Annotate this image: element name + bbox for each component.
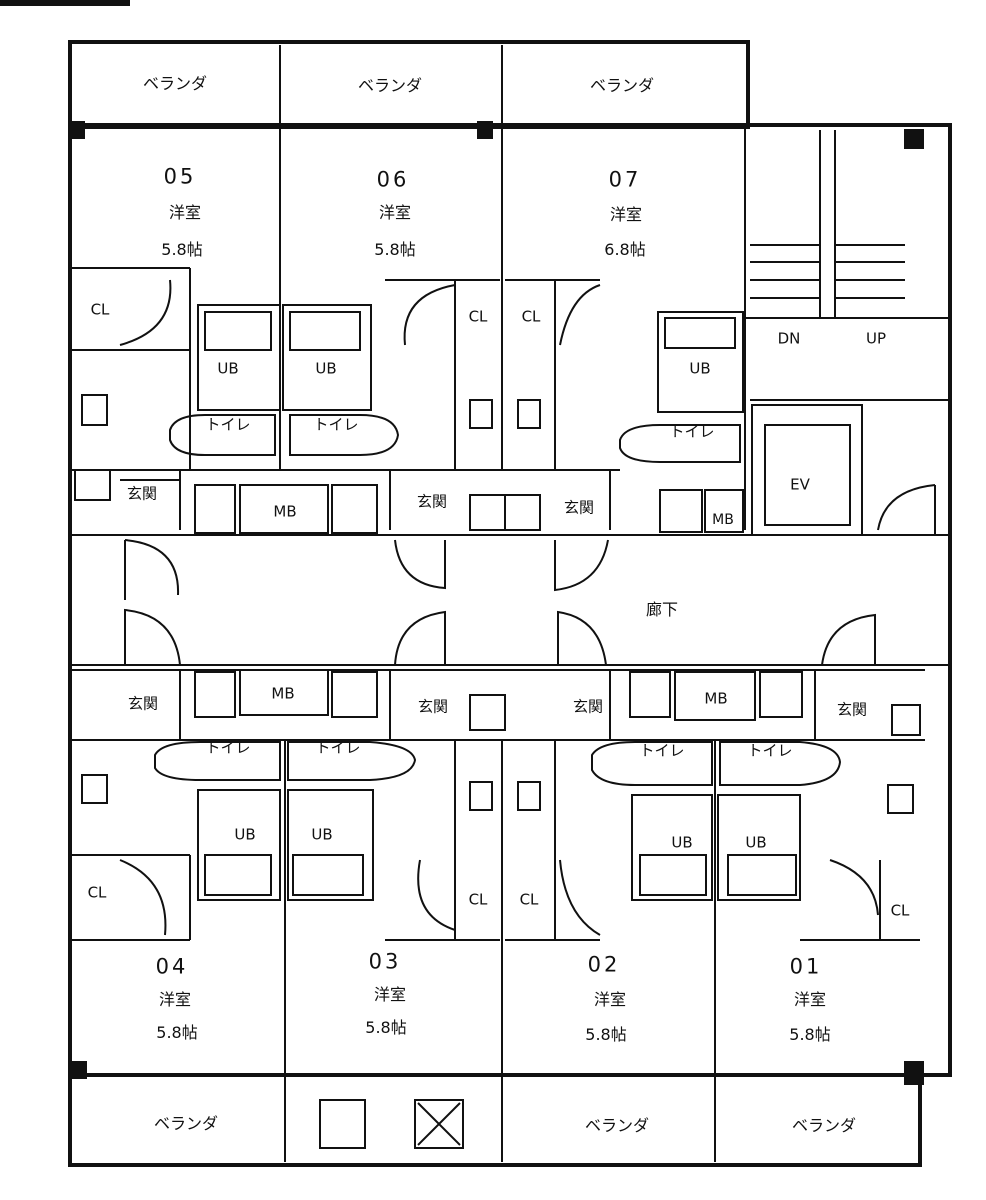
room-type: 洋室: [378, 203, 412, 222]
balcony-label: ベランダ: [357, 76, 423, 95]
unit-number: 05: [163, 164, 197, 189]
corridor-label: 廊下: [645, 600, 679, 619]
entrance-label: 玄関: [126, 484, 158, 503]
closet-label: CL: [468, 307, 488, 326]
stair-treads: [750, 244, 905, 299]
closet-label: CL: [87, 883, 107, 902]
meter-box-label: MB: [273, 502, 297, 521]
closet-label: CL: [468, 890, 488, 909]
unit-number: 01: [789, 954, 823, 979]
bath-label: UB: [689, 359, 711, 378]
room-size: 6.8帖: [604, 240, 646, 259]
balcony-label: ベランダ: [589, 76, 655, 95]
room-type: 洋室: [373, 985, 407, 1004]
stair-up-label: UP: [865, 329, 887, 348]
room-type: 洋室: [158, 990, 192, 1009]
toilet-label: トイレ: [205, 738, 251, 757]
unit-number: 07: [608, 167, 642, 192]
unit-number: 04: [155, 954, 189, 979]
meter-box-label: MB: [271, 684, 295, 703]
toilet-label: トイレ: [313, 415, 359, 434]
closet-label: CL: [90, 300, 110, 319]
room-size: 5.8帖: [789, 1025, 831, 1044]
toilet-label: トイレ: [747, 741, 793, 760]
bottom-balcony-strip: [68, 1073, 922, 1167]
meter-box-label: MB: [712, 512, 734, 528]
bath-label: UB: [217, 359, 239, 378]
room-type: 洋室: [168, 203, 202, 222]
toilet-label: トイレ: [205, 415, 251, 434]
unit-number: 06: [376, 167, 410, 192]
room-type: 洋室: [609, 205, 643, 224]
building-outline: [68, 123, 952, 1077]
balcony-label: ベランダ: [142, 74, 208, 93]
room-size: 5.8帖: [161, 240, 203, 259]
entrance-label: 玄関: [127, 694, 159, 713]
toilet-label: トイレ: [639, 741, 685, 760]
header-bar: [0, 0, 130, 6]
stair-down-label: DN: [777, 329, 801, 348]
unit-number: 03: [368, 949, 402, 974]
entrance-label: 玄関: [563, 498, 595, 517]
bath-label: UB: [315, 359, 337, 378]
entrance-label: 玄関: [836, 700, 868, 719]
room-size: 5.8帖: [374, 240, 416, 259]
elevator-label: EV: [790, 475, 810, 494]
closet-label: CL: [521, 307, 541, 326]
balcony-label: ベランダ: [791, 1116, 857, 1135]
closet-label: CL: [890, 901, 910, 920]
bath-label: UB: [745, 833, 767, 852]
bath-label: UB: [311, 825, 333, 844]
closet-label: CL: [519, 890, 539, 909]
entrance-label: 玄関: [416, 492, 448, 511]
meter-box-label: MB: [704, 689, 728, 708]
balcony-label: ベランダ: [153, 1114, 219, 1133]
toilet-label: トイレ: [669, 422, 715, 441]
room-type: 洋室: [793, 990, 827, 1009]
entrance-label: 玄関: [417, 697, 449, 716]
toilet-label: トイレ: [315, 738, 361, 757]
bath-label: UB: [234, 825, 256, 844]
bath-label: UB: [671, 833, 693, 852]
entrance-label: 玄関: [572, 697, 604, 716]
room-type: 洋室: [593, 990, 627, 1009]
room-size: 5.8帖: [585, 1025, 627, 1044]
balcony-label: ベランダ: [584, 1116, 650, 1135]
unit-number: 02: [587, 952, 621, 977]
room-size: 5.8帖: [156, 1023, 198, 1042]
room-size: 5.8帖: [365, 1018, 407, 1037]
